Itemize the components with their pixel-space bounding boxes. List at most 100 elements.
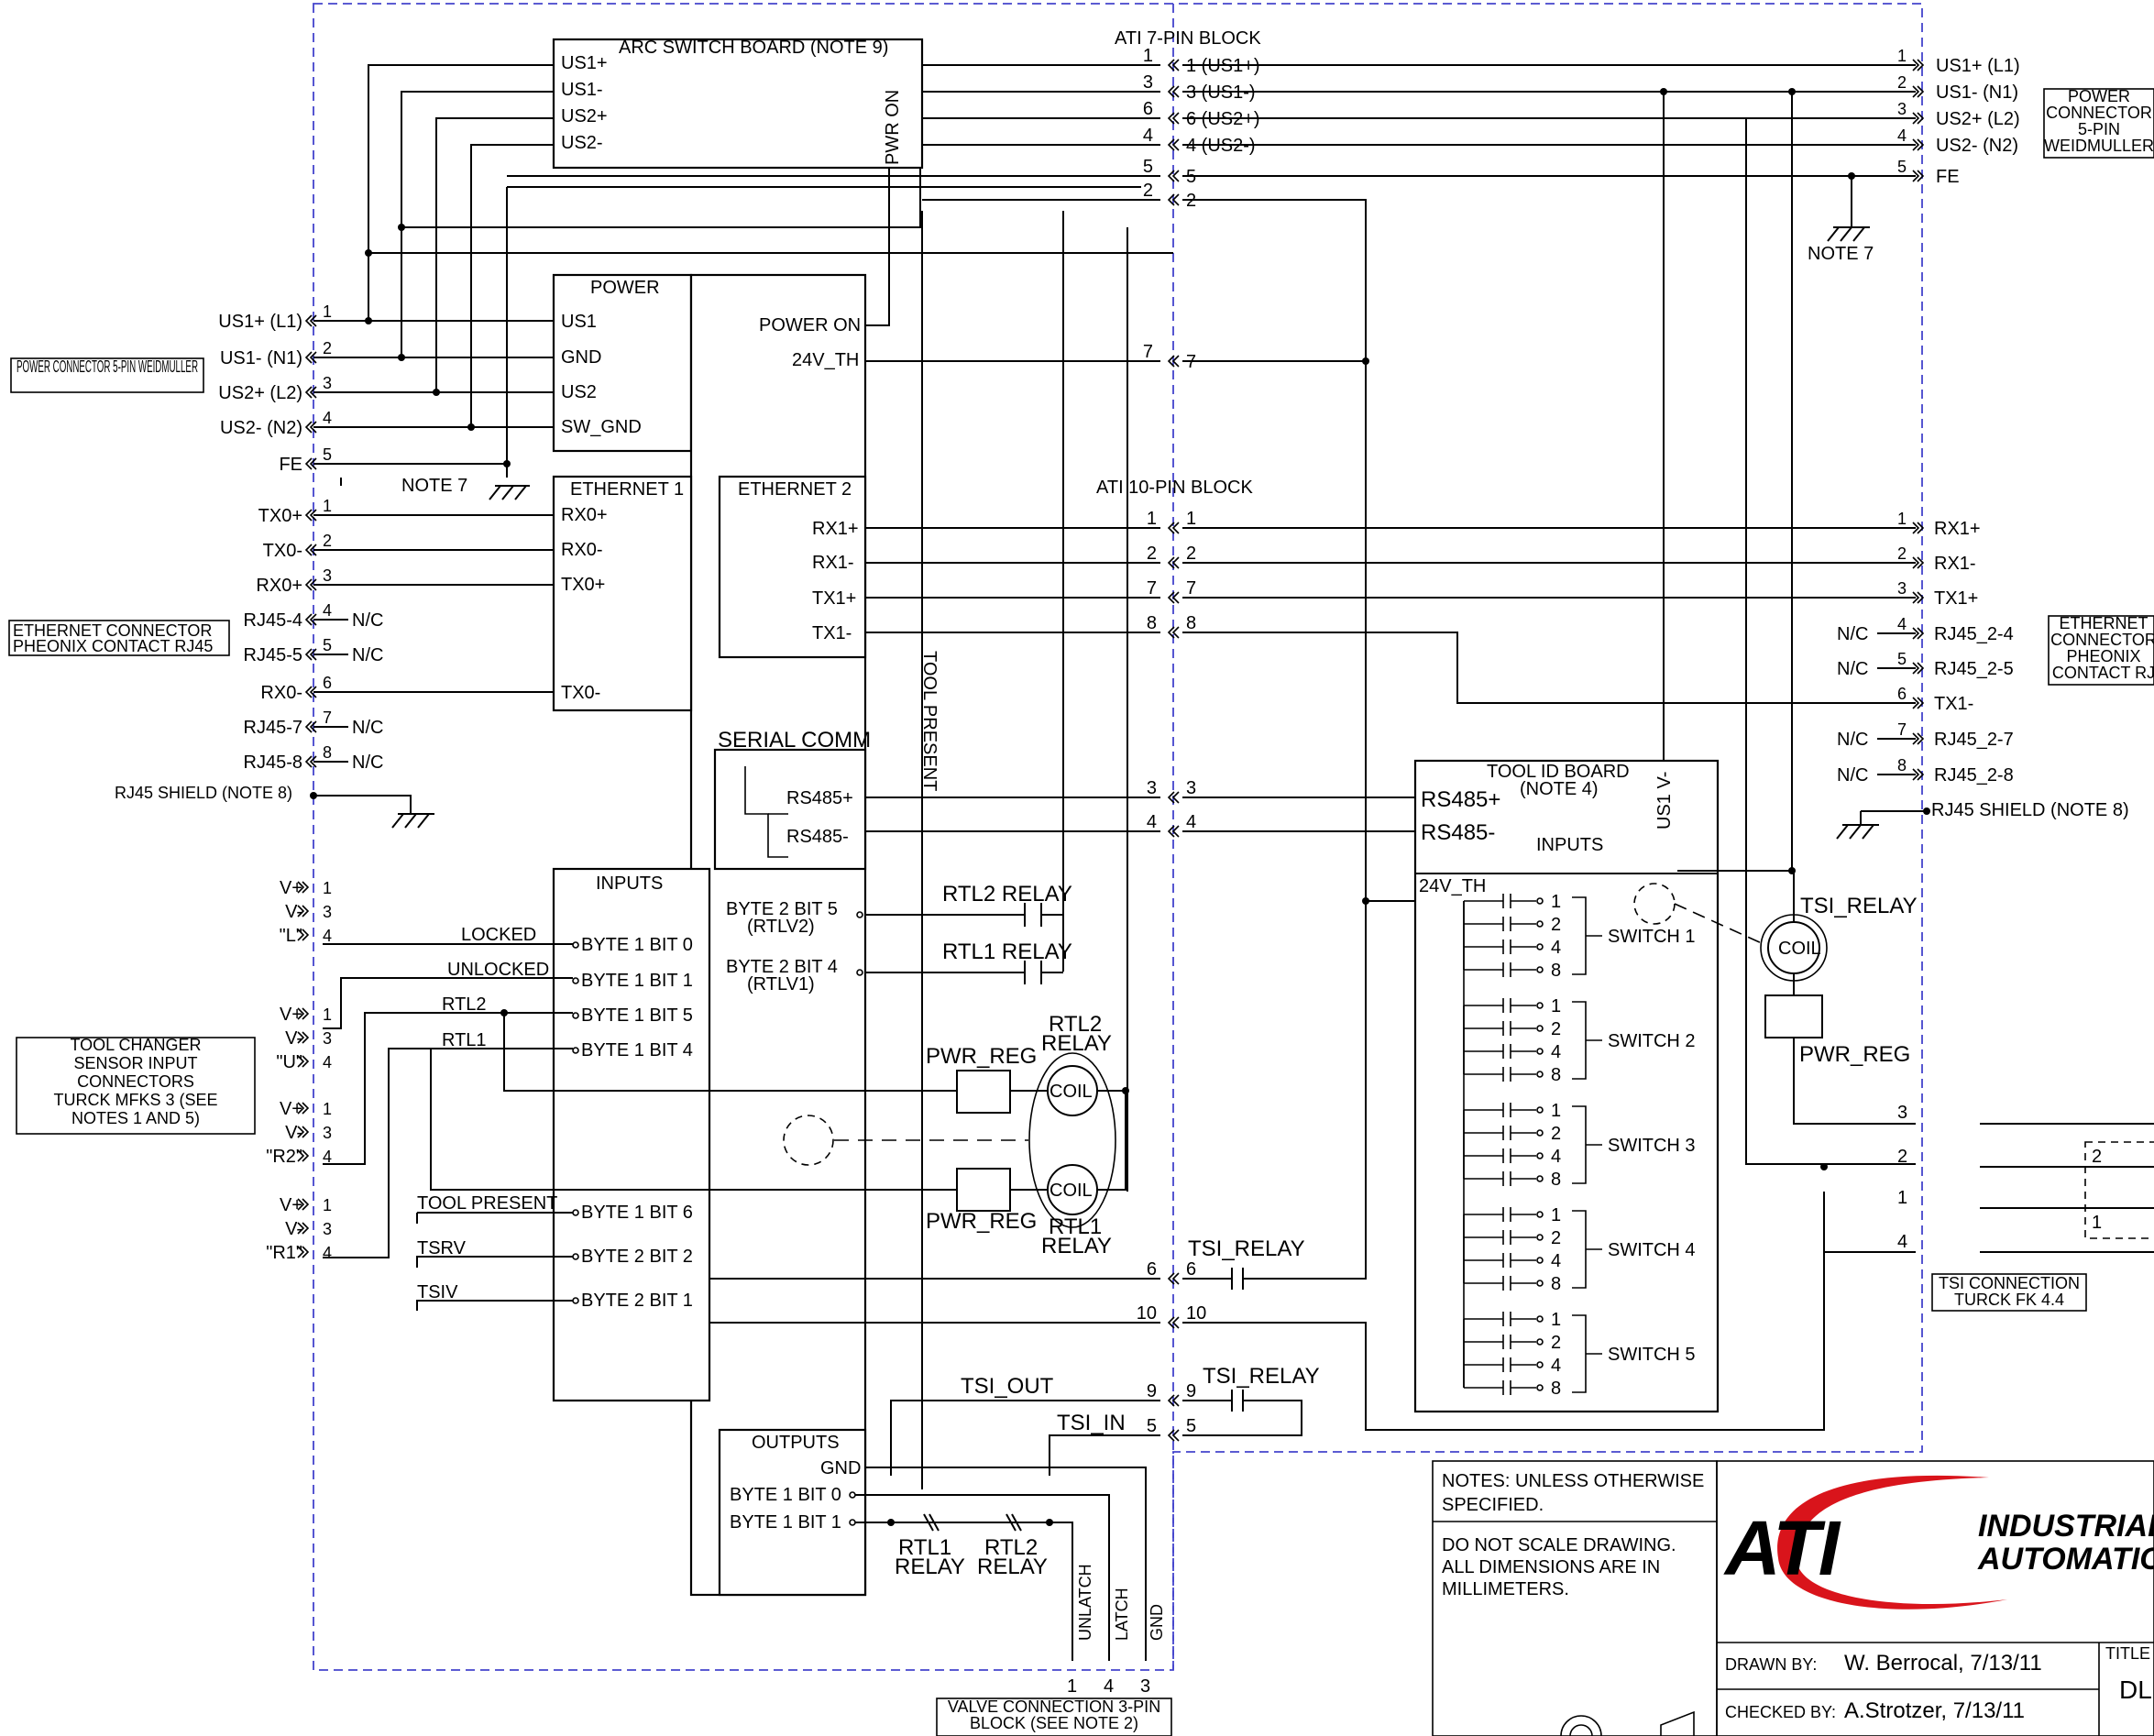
tsi-out-label: TSI_OUT	[961, 1374, 1054, 1399]
connector-chevron-icon	[304, 720, 317, 733]
tsi-conn-label: TURCK FK 4.4	[1954, 1291, 2064, 1309]
switch-label: SWITCH 4	[1608, 1240, 1696, 1260]
input-pin: BYTE 2 BIT 1	[581, 1291, 693, 1311]
connector-chevron-icon	[304, 648, 317, 661]
right-power-signal: US1+ (L1)	[1936, 56, 2020, 76]
wire-tool-present: TOOL PRESENT	[417, 1193, 557, 1214]
sensor-pin: 1	[323, 879, 332, 897]
nc-label: N/C	[1837, 765, 1868, 786]
sensor-signal: V-	[285, 1123, 302, 1143]
left-eth-signal: TX0-	[263, 541, 302, 561]
right-power-label: WEIDMULLER	[2044, 137, 2154, 155]
connector-chevron-icon	[304, 421, 317, 434]
power-title: POWER	[590, 278, 660, 298]
connector-chevron-icon	[1912, 697, 1925, 709]
switch-label: SWITCH 5	[1608, 1345, 1696, 1365]
connector-chevron-icon	[1167, 1394, 1180, 1407]
right-eth-label: ETHERNET	[2059, 614, 2148, 632]
valve-pin: 3	[1140, 1676, 1150, 1697]
ati7-left-pin: 5	[1143, 157, 1153, 177]
left-eth-pin: 2	[323, 532, 332, 550]
tool-id-24v: 24V_TH	[1419, 876, 1486, 896]
sensor-label: TOOL CHANGER	[70, 1036, 201, 1054]
connector-chevron-icon	[1912, 662, 1925, 675]
wire-tsiv: TSIV	[417, 1282, 458, 1302]
sensor-pin: 1	[323, 1100, 332, 1118]
arc-pwr-on-label: PWR ON	[883, 90, 903, 165]
power-pin: US1	[561, 312, 597, 332]
relay-labels: RTL2 RELAY RTL1 RELAY RTL2 RELAY PWR_REG…	[401, 244, 1918, 1579]
switch-terminal	[1536, 1211, 1544, 1218]
sensor-pin: 3	[323, 1029, 332, 1048]
connector-chevron-icon	[297, 1031, 310, 1044]
sensor-signal: V+	[280, 1005, 302, 1025]
connector-chevron-icon	[297, 928, 310, 941]
right-eth-label: CONTACT RJ	[2052, 664, 2154, 682]
connector-chevron-icon	[1167, 1429, 1180, 1442]
input-pin: BYTE 1 BIT 6	[581, 1203, 693, 1223]
right-power-pin: 4	[1897, 126, 1907, 145]
switch-bit: 1	[1551, 1101, 1561, 1121]
connector-chevron-icon	[1167, 85, 1180, 98]
input-pin: BYTE 1 BIT 1	[581, 971, 693, 991]
connector-chevron-icon	[1167, 791, 1180, 804]
switch-terminal	[1536, 1152, 1544, 1159]
right-eth-connector: ETHERNET CONNECTOR PHEONIX CONTACT RJ RJ…	[1931, 614, 2154, 820]
sensor-signal: "R2"	[266, 1147, 302, 1167]
title-value: DL	[2119, 1676, 2152, 1704]
left-power-signal: FE	[279, 455, 302, 475]
connector-chevron-icon	[297, 1222, 310, 1235]
right-power-label: POWER	[2068, 87, 2130, 105]
switch-bit: 4	[1551, 1356, 1561, 1376]
eth1-title: ETHERNET 1	[570, 479, 684, 500]
eth2-title: ETHERNET 2	[738, 479, 852, 500]
serial-title: SERIAL COMM	[718, 728, 871, 753]
sensor-signal: "L"	[280, 926, 302, 946]
ati10-right-pin: 6	[1186, 1259, 1196, 1280]
connector-chevron-icon	[1912, 85, 1925, 98]
left-eth-label2: PHEONIX CONTACT RJ45	[13, 637, 213, 655]
switch-bit: 1	[1551, 892, 1561, 912]
ati10-right-pin: 1	[1186, 509, 1196, 529]
notes-block: NOTES: UNLESS OTHERWISE SPECIFIED. DO NO…	[1432, 1460, 1718, 1736]
right-eth-pins: RX1+1RX1-2TX1+3RJ45_2-44N/CRJ45_2-55N/CT…	[1837, 510, 2014, 786]
note7-right: NOTE 7	[1808, 244, 1874, 264]
connector-chevron-icon	[1167, 1316, 1180, 1329]
left-power-signal: US2+ (L2)	[218, 383, 302, 403]
connector-chevron-icon	[1167, 355, 1180, 368]
connector-chevron-icon	[304, 755, 317, 768]
connector-chevron-icon	[304, 686, 317, 698]
right-eth-signal: RJ45_2-4	[1934, 624, 2014, 644]
connector-chevron-icon	[1167, 138, 1180, 151]
24v-th-label: 24V_TH	[792, 350, 859, 370]
ati7-left-pin: 3	[1143, 72, 1153, 93]
connector-chevron-icon	[297, 881, 310, 894]
nc-label: N/C	[352, 753, 383, 773]
power-on-label: POWER ON	[759, 315, 861, 335]
switch-terminal	[1536, 920, 1544, 928]
left-power-connector: POWER CONNECTOR 5-PIN WEIDMULLER	[10, 357, 204, 393]
tsi-pin: 2	[1897, 1147, 1907, 1167]
connector-chevron-icon	[304, 509, 317, 522]
eth2-pin: TX1+	[812, 588, 856, 609]
output-pin: BYTE 1 BIT 1	[730, 1512, 841, 1533]
eth1-pin: TX0+	[561, 575, 605, 595]
sensor-pin: 3	[323, 903, 332, 921]
valve-label: VALVE CONNECTION 3-PIN	[948, 1698, 1160, 1716]
inputs-right-labels: BYTE 2 BIT 5 (RTLV2) BYTE 2 BIT 4 (RTLV1…	[726, 899, 863, 994]
sensor-signal: V+	[280, 878, 302, 898]
left-eth-signal: RJ45-5	[244, 645, 302, 665]
connector-chevron-icon	[297, 905, 310, 917]
switch-bracket	[1572, 1105, 1602, 1184]
title-block: DRAWN BY: W. Berrocal, 7/13/11 CHECKED B…	[1716, 1460, 2154, 1736]
output-pin: BYTE 1 BIT 0	[730, 1485, 841, 1505]
right-eth-pin: 7	[1897, 720, 1907, 739]
pwr-reg-label: PWR_REG	[926, 1044, 1037, 1069]
drawn-by: W. Berrocal, 7/13/11	[1844, 1651, 2042, 1676]
eth1-pin: RX0-	[561, 540, 603, 560]
right-eth-pin: 2	[1897, 544, 1907, 563]
connector-chevron-icon	[1167, 193, 1180, 206]
left-eth-signal: RJ45-8	[244, 753, 302, 773]
ati10-left-pin: 2	[1147, 544, 1157, 564]
pwr-reg-label: PWR_REG	[1799, 1042, 1910, 1067]
